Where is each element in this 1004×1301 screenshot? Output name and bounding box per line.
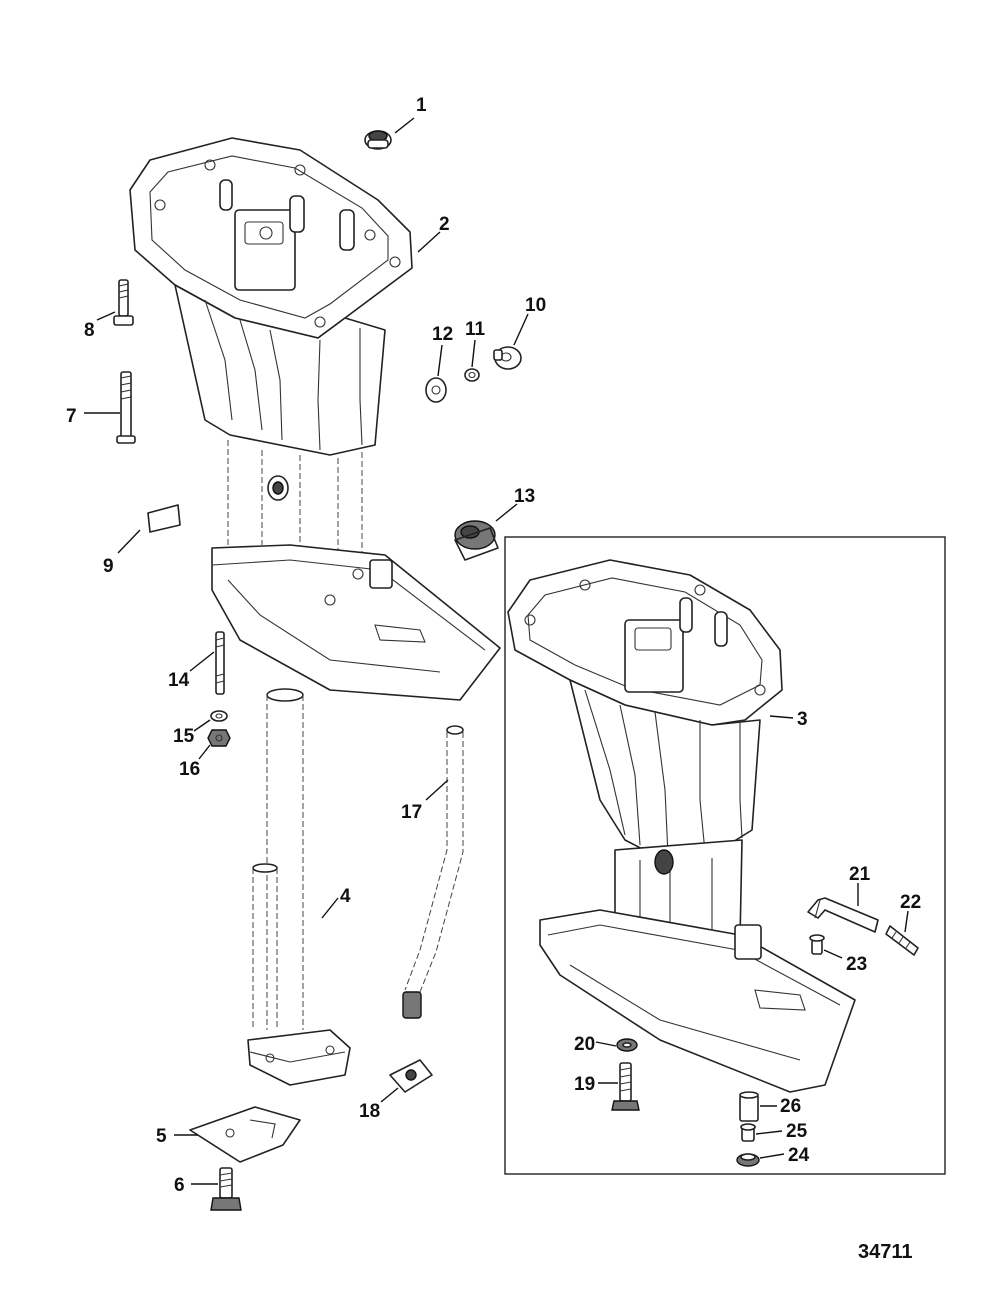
leader-12 xyxy=(437,344,443,377)
callout-12: 12 xyxy=(432,324,453,345)
callout-23: 23 xyxy=(846,954,867,975)
part-26-sleeve xyxy=(739,1091,759,1122)
part-4-water-tube xyxy=(247,688,351,1086)
part-18-clip xyxy=(389,1059,433,1093)
callout-24: 24 xyxy=(788,1145,810,1166)
part-19-bolt xyxy=(611,1062,640,1111)
callout-15: 15 xyxy=(173,726,195,747)
leader-17 xyxy=(425,779,449,801)
callout-8: 8 xyxy=(84,320,95,341)
leader-15 xyxy=(193,719,211,732)
callout-26: 26 xyxy=(780,1096,801,1117)
part-1-grommet xyxy=(364,130,392,150)
leader-16 xyxy=(198,744,211,760)
callout-4: 4 xyxy=(340,886,351,907)
callout-14: 14 xyxy=(168,670,190,691)
leader-8 xyxy=(96,311,116,321)
leader-25 xyxy=(755,1130,783,1135)
part-7-bolt xyxy=(116,371,136,444)
callout-19: 19 xyxy=(574,1074,595,1095)
callout-3: 3 xyxy=(797,709,808,730)
leader-23 xyxy=(823,949,843,959)
part-9-decal xyxy=(147,504,181,533)
leader-1 xyxy=(394,117,415,134)
leader-10 xyxy=(513,313,529,346)
part-11-lock-washer xyxy=(464,368,480,382)
callout-13: 13 xyxy=(514,486,535,507)
callout-labels: 1 2 3 4 5 6 7 8 9 10 11 12 13 14 15 16 1… xyxy=(66,95,921,1196)
leader-2 xyxy=(417,231,441,253)
part-25-pin xyxy=(740,1123,756,1142)
part-16-nut xyxy=(207,729,231,747)
leader-11 xyxy=(471,339,476,368)
part-10-mount-washer xyxy=(493,346,522,370)
part-3-driveshaft-housing xyxy=(507,559,856,1093)
part-5-plate xyxy=(189,1106,301,1163)
leader-4 xyxy=(321,897,339,919)
part-15-washer xyxy=(210,710,228,722)
part-2-driveshaft-housing xyxy=(129,137,501,701)
callout-18: 18 xyxy=(359,1101,380,1122)
callout-5: 5 xyxy=(156,1126,167,1147)
callout-16: 16 xyxy=(179,759,200,780)
callout-6: 6 xyxy=(174,1175,185,1196)
callout-9: 9 xyxy=(103,556,114,577)
callout-2: 2 xyxy=(439,214,450,235)
detail-frame xyxy=(504,536,946,1175)
part-13-rubber-mount xyxy=(454,520,499,561)
callout-11: 11 xyxy=(465,319,486,340)
leader-24 xyxy=(759,1153,785,1159)
part-17-hose xyxy=(402,725,464,1019)
part-22-grease-fitting xyxy=(885,925,919,956)
callout-10: 10 xyxy=(525,295,546,316)
callout-1: 1 xyxy=(416,95,427,116)
leader-lines xyxy=(84,117,909,1185)
figure-id: 34711 xyxy=(858,1241,913,1263)
leader-9 xyxy=(117,529,141,554)
part-14-stud xyxy=(215,631,225,695)
callout-17: 17 xyxy=(401,802,422,823)
leader-13 xyxy=(495,503,518,522)
part-23-fitting xyxy=(809,934,825,955)
leader-18 xyxy=(380,1087,399,1103)
part-20-washer xyxy=(616,1038,638,1052)
part-24-cap xyxy=(736,1153,760,1167)
part-6-bolt xyxy=(210,1167,242,1211)
callout-25: 25 xyxy=(786,1121,808,1142)
part-8-bolt xyxy=(113,279,134,326)
callout-22: 22 xyxy=(900,892,921,913)
part-21-elbow-fitting xyxy=(807,897,879,933)
part-12-flat-washer xyxy=(425,377,447,403)
leader-14 xyxy=(189,651,215,672)
leader-3 xyxy=(769,715,794,719)
leader-22 xyxy=(904,910,909,933)
part-3-housing-assembly-box xyxy=(504,536,946,1175)
callout-7: 7 xyxy=(66,406,77,427)
callout-20: 20 xyxy=(574,1034,595,1055)
callout-21: 21 xyxy=(849,864,871,885)
leader-20 xyxy=(595,1041,617,1047)
